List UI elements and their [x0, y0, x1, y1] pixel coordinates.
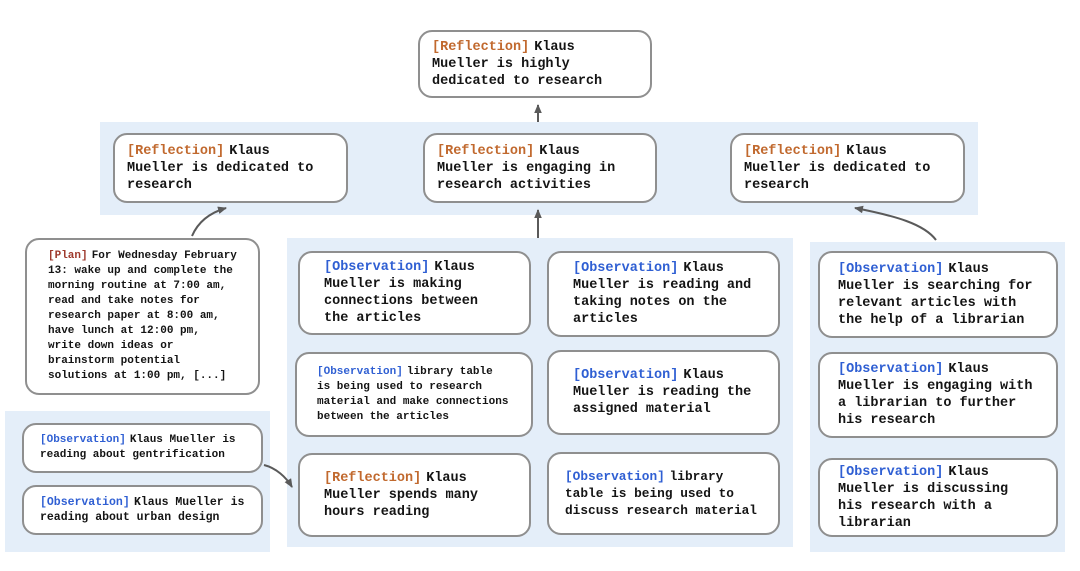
middle-observation-node-2: [Observation]Klaus Mueller is reading an…: [547, 251, 780, 337]
reflection-tag: [Reflection]: [324, 470, 422, 486]
plan-tag: [Plan]: [48, 250, 88, 262]
reflection-tag: [Reflection]: [432, 39, 530, 55]
node-text: Klaus Mueller spends many hours reading: [324, 470, 478, 520]
band-reflection-node-1: [Reflection]Klaus Mueller is dedicated t…: [113, 133, 348, 203]
observation-tag: [Observation]: [838, 362, 944, 377]
node-text: Klaus Mueller is searching for relevant …: [838, 261, 1033, 328]
node-text: Klaus Mueller is dedicated to research: [744, 143, 931, 193]
right-observation-node-1: [Observation]Klaus Mueller is searching …: [818, 251, 1058, 338]
plan-node: [Plan]For Wednesday February 13: wake up…: [25, 238, 260, 395]
node-text: Klaus Mueller is reading and taking note…: [573, 261, 752, 327]
middle-observation-node-1: [Observation]Klaus Mueller is making con…: [298, 251, 531, 335]
reflection-tag: [Reflection]: [437, 143, 535, 159]
node-text: Klaus Mueller is making connections betw…: [324, 260, 478, 326]
right-observation-node-3: [Observation]Klaus Mueller is discussing…: [818, 458, 1058, 537]
observation-tag: [Observation]: [324, 260, 430, 275]
observation-tag: [Observation]: [40, 496, 130, 509]
node-text: Klaus Mueller is engaging in research ac…: [437, 143, 616, 193]
node-text: Klaus Mueller is reading about gentrific…: [40, 434, 236, 461]
node-text: Klaus Mueller is highly dedicated to res…: [432, 39, 603, 89]
observation-tag: [Observation]: [565, 469, 665, 484]
node-text: library table is being used to research …: [317, 365, 509, 423]
root-reflection-node: [Reflection]Klaus Mueller is highly dedi…: [418, 30, 652, 98]
observation-tag: [Observation]: [838, 464, 944, 480]
left-observation-node-1: [Observation]Klaus Mueller is reading ab…: [22, 423, 263, 473]
middle-observation-node-3: [Observation]library table is being used…: [295, 352, 533, 437]
node-text: Klaus Mueller is engaging with a librari…: [838, 362, 1033, 428]
right-observation-node-2: [Observation]Klaus Mueller is engaging w…: [818, 352, 1058, 438]
observation-tag: [Observation]: [317, 365, 403, 378]
middle-reflection-node: [Reflection]Klaus Mueller spends many ho…: [298, 453, 531, 537]
node-text: Klaus Mueller is discussing his research…: [838, 464, 1009, 531]
left-observation-node-2: [Observation]Klaus Mueller is reading ab…: [22, 485, 263, 535]
band-reflection-node-2: [Reflection]Klaus Mueller is engaging in…: [423, 133, 657, 203]
node-text: library table is being used to discuss r…: [565, 469, 757, 518]
middle-observation-node-4: [Observation]Klaus Mueller is reading th…: [547, 350, 780, 435]
band-reflection-node-3: [Reflection]Klaus Mueller is dedicated t…: [730, 133, 965, 203]
observation-tag: [Observation]: [838, 261, 944, 277]
node-text: Klaus Mueller is reading the assigned ma…: [573, 368, 752, 417]
middle-observation-node-6: [Observation]library table is being used…: [547, 452, 780, 535]
node-text: Klaus Mueller is reading about urban des…: [40, 496, 245, 524]
reflection-tag: [Reflection]: [744, 143, 842, 159]
observation-tag: [Observation]: [573, 261, 679, 276]
observation-tag: [Observation]: [40, 434, 126, 446]
node-text: Klaus Mueller is dedicated to research: [127, 143, 314, 193]
observation-tag: [Observation]: [573, 368, 679, 383]
reflection-tag: [Reflection]: [127, 143, 225, 159]
node-text: For Wednesday February 13: wake up and c…: [48, 250, 237, 382]
